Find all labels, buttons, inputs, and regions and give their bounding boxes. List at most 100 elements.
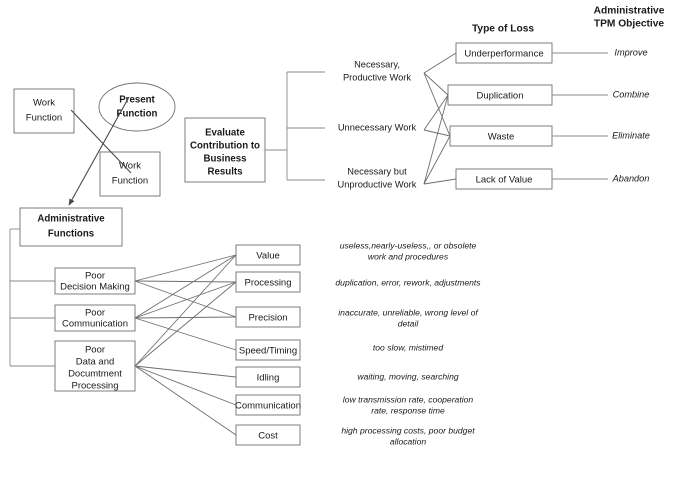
objective-2: Eliminate [612, 130, 650, 140]
loss-category-2-desc-line2: detail [398, 318, 420, 328]
edge-work-function-1-to-work-function-2 [70, 109, 132, 174]
loss-category-4-desc-line1: waiting, moving, searching [357, 371, 458, 381]
header-tpm-objective-line1: Administrative [594, 6, 665, 17]
edge-decision-making-to-precision [134, 280, 237, 318]
loss-category-communication[interactable]: Communication [235, 394, 301, 416]
work-type-0-line2: Productive Work [343, 72, 411, 82]
work-function-cluster: Work Function Present Function Work Func… [13, 82, 176, 247]
admin-cause-boxes: Poor Decision Making Poor Communication … [54, 267, 136, 392]
loss-2-label: Waste [488, 132, 515, 143]
loss-category-1-label: Processing [245, 278, 292, 289]
administrative-functions-box[interactable]: Administrative Functions [19, 207, 123, 247]
admin-cause-poor-data-document-processing[interactable]: Poor Data and Documtment Processing [54, 340, 136, 392]
loss-category-5-desc-line2: rate, response time [371, 405, 445, 415]
edge-decision-making-to-value [134, 254, 237, 282]
loss-category-speed-timing[interactable]: Speed/Timing [235, 339, 301, 361]
loss-category-0-desc-line2: work and procedures [368, 251, 449, 261]
evaluate-contribution-box[interactable]: Evaluate Contribution to Business Result… [184, 117, 266, 183]
edge-decision-making-to-processing [134, 280, 237, 283]
loss-category-value[interactable]: Value [235, 244, 301, 266]
edge-unnecessary-to-duplication [423, 94, 449, 131]
loss-box-duplication[interactable]: Duplication [447, 84, 553, 106]
administrative-functions-line1: Administrative [37, 214, 105, 225]
loss-box-lack-of-value[interactable]: Lack of Value [455, 168, 553, 190]
loss-category-4-label: Idling [257, 373, 280, 384]
edge-necessary-unproductive-to-lack-of-value [423, 178, 457, 185]
evaluate-to-work-types-bracket [265, 71, 325, 181]
evaluate-line3: Business [203, 154, 246, 165]
admin-cause-0-line2: Decision Making [60, 282, 130, 293]
loss-0-label: Underperformance [464, 49, 543, 60]
header-type-of-loss: Type of Loss [472, 24, 534, 35]
edge-necessary-productive-to-duplication [423, 72, 449, 96]
present-function-line2: Function [117, 109, 158, 120]
loss-category-idling[interactable]: Idling [235, 366, 301, 388]
work-type-necessary-productive[interactable]: Necessary, Productive Work [343, 59, 411, 82]
work-function-2-line2: Function [112, 176, 148, 187]
edge-necessary-unproductive-to-waste [423, 135, 451, 185]
objective-3: Abandon [612, 173, 650, 183]
admin-cause-poor-decision-making[interactable]: Poor Decision Making [54, 267, 136, 295]
loss-category-2-label: Precision [248, 313, 287, 324]
present-function-ellipse[interactable]: Present Function [98, 82, 176, 132]
admin-cause-2-line4: Processing [72, 381, 119, 392]
column-headers: Type of Loss Administrative TPM Objectiv… [472, 6, 665, 35]
work-function-box-1[interactable]: Work Function [13, 88, 75, 134]
loss-1-label: Duplication [477, 91, 524, 102]
edge-communication-to-speed-timing [134, 317, 237, 351]
loss-box-waste[interactable]: Waste [449, 125, 553, 147]
admin-cause-1-line2: Communication [62, 319, 128, 330]
loss-box-underperformance[interactable]: Underperformance [455, 42, 553, 64]
header-tpm-objective-line2: TPM Objective [594, 19, 665, 30]
loss-category-0-label: Value [256, 251, 280, 262]
work-type-0-line1: Necessary, [354, 59, 400, 69]
work-type-unnecessary[interactable]: Unnecessary Work [338, 122, 417, 132]
edge-data-processing-to-cost [134, 365, 237, 436]
admin-cause-2-line3: Documtment [68, 369, 122, 380]
work-function-box-2[interactable]: Work Function [99, 151, 161, 197]
edge-data-processing-to-communication [134, 365, 237, 406]
work-type-2-line2: Unproductive Work [338, 179, 417, 189]
work-type-necessary-unproductive[interactable]: Necessary but Unproductive Work [338, 166, 417, 189]
loss-category-processing[interactable]: Processing [235, 271, 301, 293]
loss-boxes-group: Underperformance Improve Duplication Com… [447, 42, 650, 190]
evaluate-line1: Evaluate [205, 128, 245, 139]
work-type-labels: Necessary, Productive Work Unnecessary W… [338, 59, 417, 189]
admin-functions-tree-bus [9, 228, 55, 367]
work-type-1-line1: Unnecessary Work [338, 122, 417, 132]
loss-3-label: Lack of Value [476, 175, 533, 186]
edge-necessary-productive-to-waste [423, 72, 451, 137]
admin-cause-2-line1: Poor [85, 345, 105, 356]
admin-cause-0-line1: Poor [85, 271, 105, 282]
edge-communication-to-processing [134, 281, 237, 319]
work-type-to-loss-edges [423, 52, 457, 185]
edge-unnecessary-to-waste [423, 129, 451, 137]
loss-category-6-desc-line1: high processing costs, poor budget [341, 425, 475, 435]
edge-data-processing-to-idling [134, 365, 237, 378]
work-function-1-line2: Function [26, 113, 62, 124]
edge-data-processing-to-processing [134, 281, 237, 367]
loss-category-6-desc-line2: allocation [390, 436, 427, 446]
work-function-1-line1: Work [33, 98, 55, 109]
edge-data-processing-to-value [134, 254, 237, 367]
loss-category-3-desc-line1: too slow, mistimed [373, 342, 443, 352]
edge-communication-to-precision [134, 316, 237, 319]
loss-category-5-desc-line1: low transmission rate, cooperation [343, 394, 474, 404]
loss-category-0-desc-line1: useless,nearly-useless,, or obsolete [340, 240, 477, 250]
admin-cause-poor-communication[interactable]: Poor Communication [54, 304, 136, 332]
loss-category-precision[interactable]: Precision [235, 306, 301, 328]
cause-to-loss-category-edges [134, 254, 237, 436]
objective-0: Improve [614, 47, 647, 57]
evaluate-line2: Contribution to [190, 141, 260, 152]
admin-cause-2-line2: Data and [76, 357, 115, 368]
present-function-line1: Present [119, 95, 155, 106]
work-function-2-line1: Work [119, 161, 141, 172]
edge-present-function-to-administrative-functions [68, 96, 130, 206]
objective-1: Combine [613, 89, 650, 99]
edge-communication-to-value [134, 254, 237, 319]
loss-category-1-desc-line1: duplication, error, rework, adjustments [335, 277, 481, 287]
loss-category-cost[interactable]: Cost [235, 424, 301, 446]
evaluate-line4: Results [208, 167, 243, 178]
